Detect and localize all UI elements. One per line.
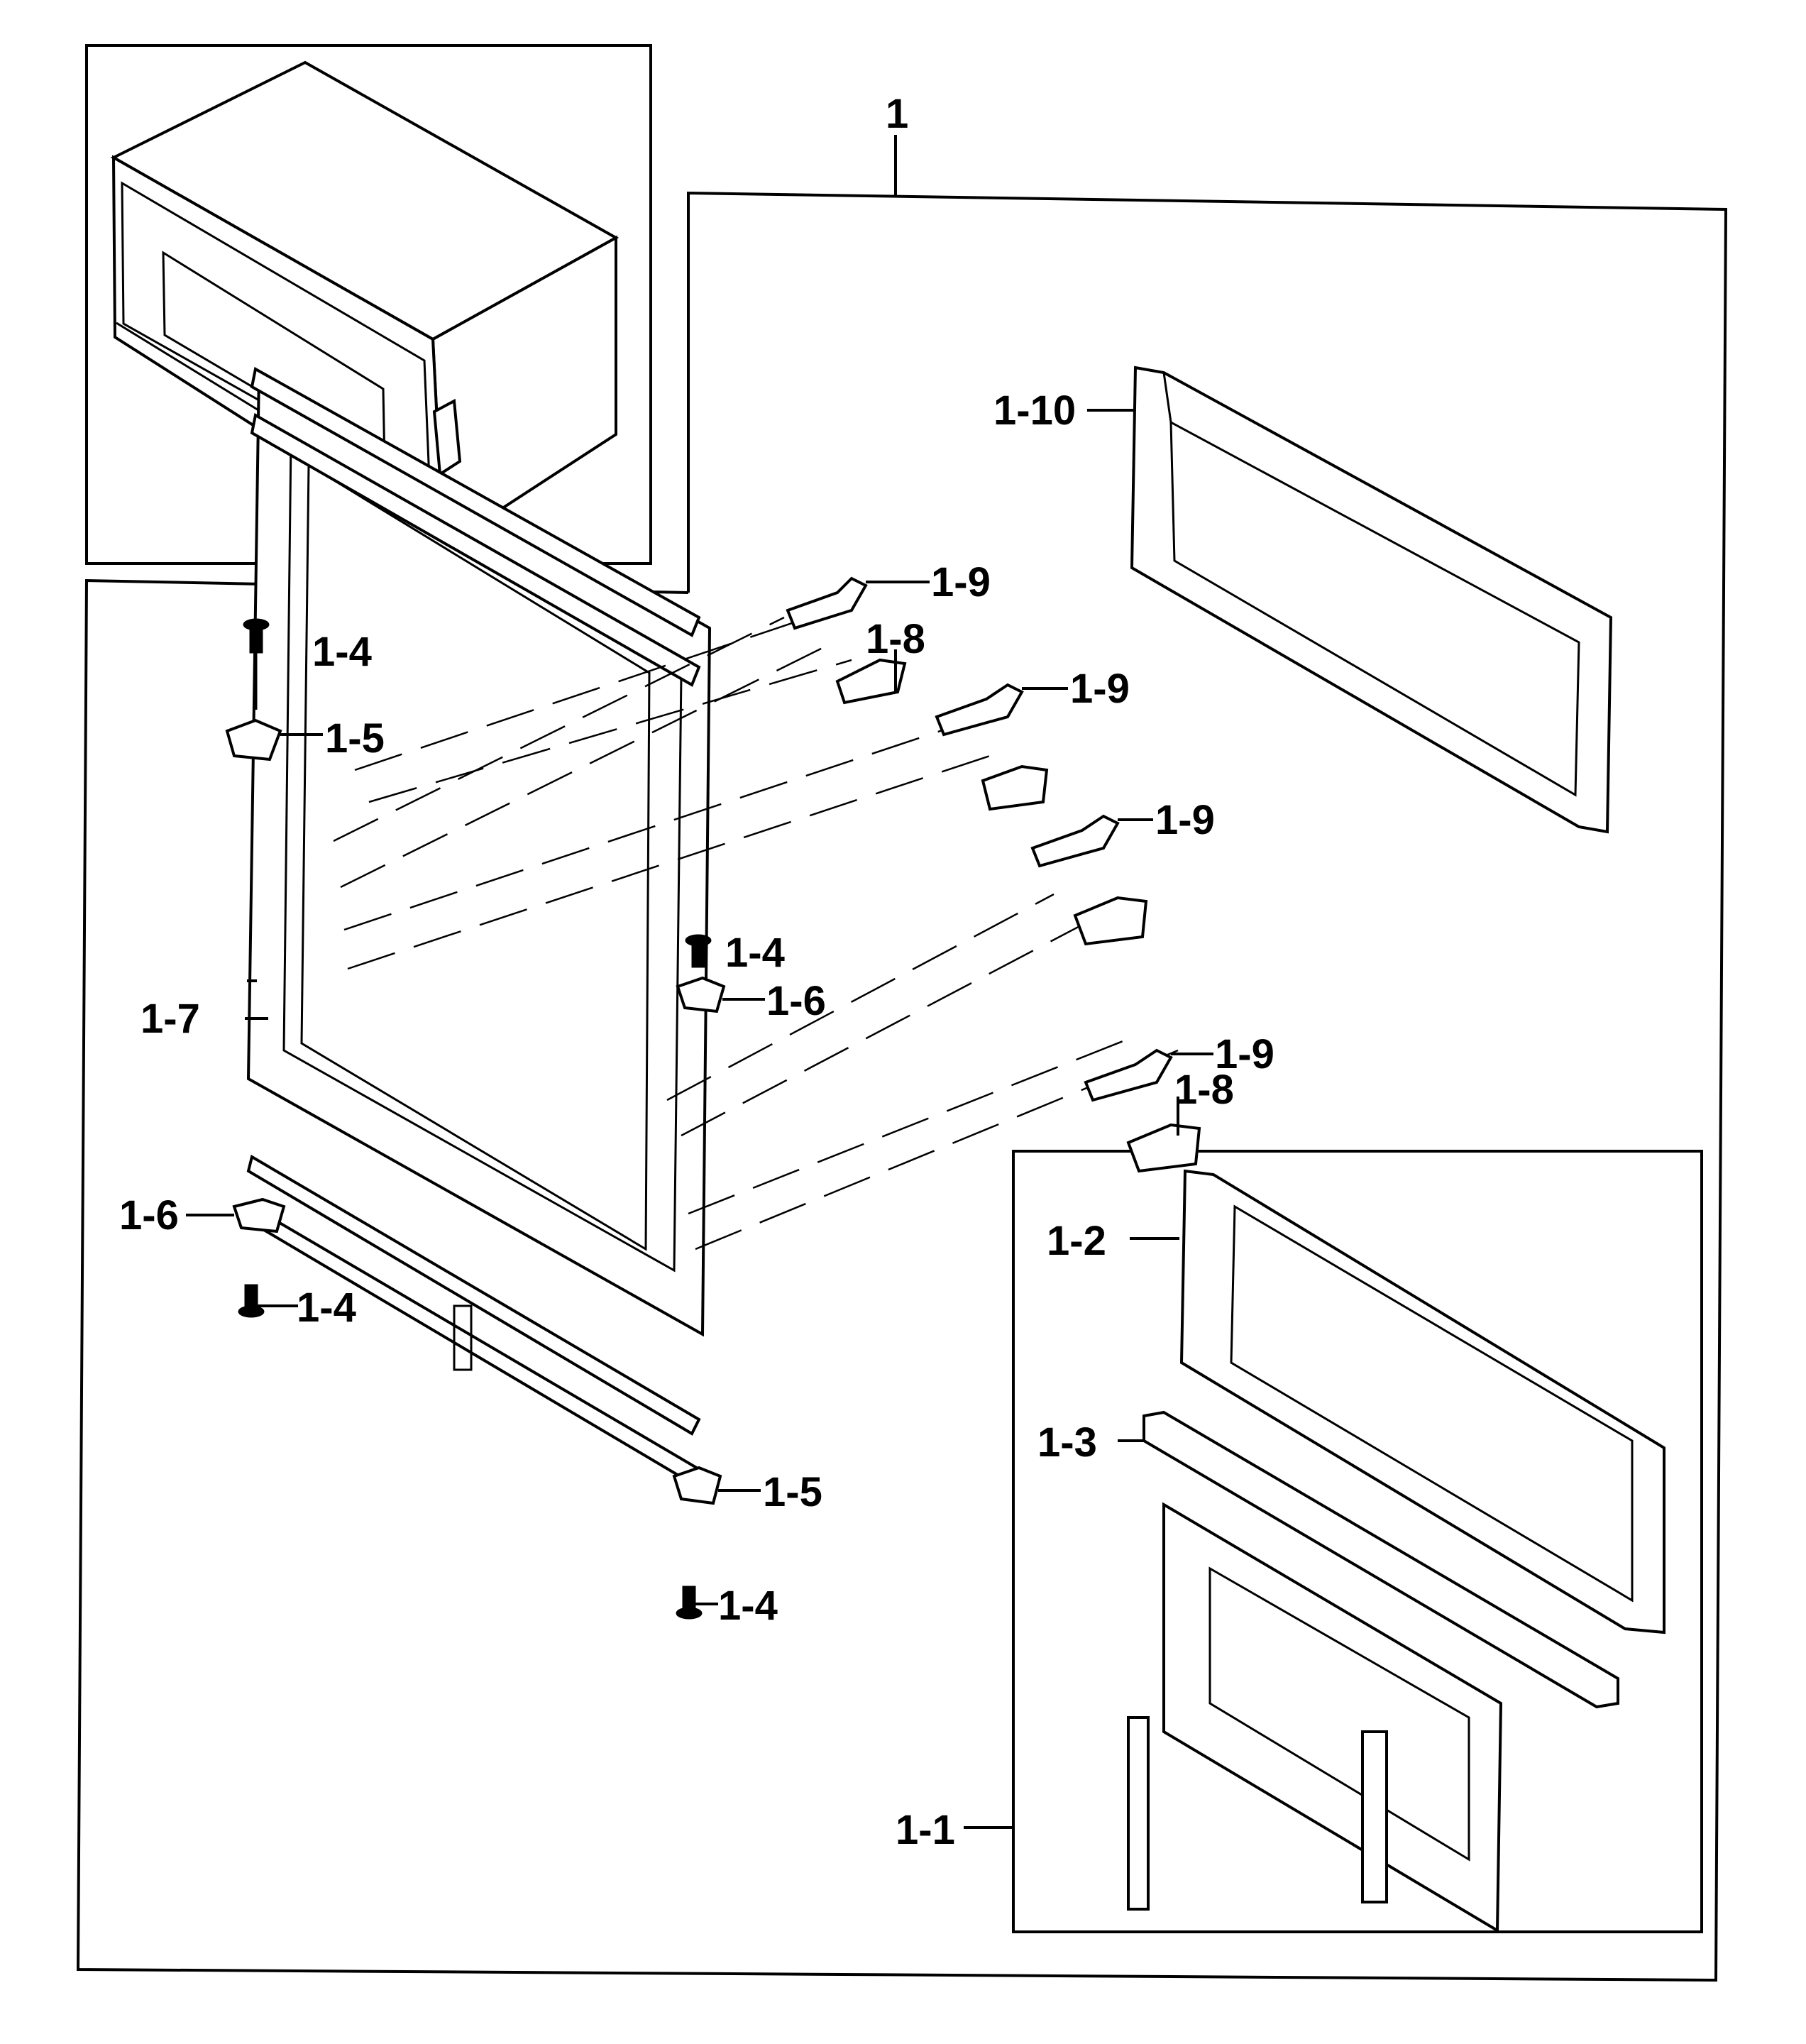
label-1-4-b: 1-4 bbox=[725, 930, 785, 976]
hardware-parts bbox=[186, 618, 765, 1620]
label-1-4-a: 1-4 bbox=[312, 629, 372, 675]
choke-frame-part bbox=[1087, 366, 1613, 834]
door-panel-parts bbox=[964, 1169, 1665, 1933]
door-panel-inset bbox=[1012, 1150, 1703, 1933]
label-1-9-b: 1-9 bbox=[1070, 666, 1130, 712]
label-1-4-c: 1-4 bbox=[297, 1285, 356, 1331]
label-1-4-d: 1-4 bbox=[718, 1583, 778, 1629]
label-1-9-d: 1-9 bbox=[1215, 1031, 1274, 1077]
label-1-8-bottom: 1-8 bbox=[1174, 1067, 1234, 1113]
label-1-2: 1-2 bbox=[1047, 1218, 1106, 1264]
label-1-5-bottom: 1-5 bbox=[763, 1469, 822, 1515]
label-1-3: 1-3 bbox=[1037, 1419, 1097, 1466]
label-1-6-mid: 1-6 bbox=[766, 978, 826, 1024]
door-frame-part bbox=[245, 366, 712, 1485]
label-1-8-top: 1-8 bbox=[866, 616, 925, 662]
label-1-7: 1-7 bbox=[141, 996, 200, 1042]
label-1-6-left: 1-6 bbox=[119, 1192, 179, 1238]
main-exploded-view bbox=[76, 135, 1728, 1982]
label-1-9-a: 1-9 bbox=[931, 559, 991, 605]
label-1-5-top: 1-5 bbox=[325, 715, 385, 762]
part-labels: 1 1-10 1-9 1-8 1-9 1-9 1-9 1-8 1-4 1-5 1… bbox=[119, 91, 1274, 1853]
label-assembly: 1 bbox=[886, 91, 908, 137]
label-1-9-c: 1-9 bbox=[1155, 797, 1215, 843]
label-1-10: 1-10 bbox=[993, 388, 1076, 434]
latch-parts bbox=[786, 576, 1213, 1173]
label-1-1: 1-1 bbox=[896, 1807, 955, 1853]
